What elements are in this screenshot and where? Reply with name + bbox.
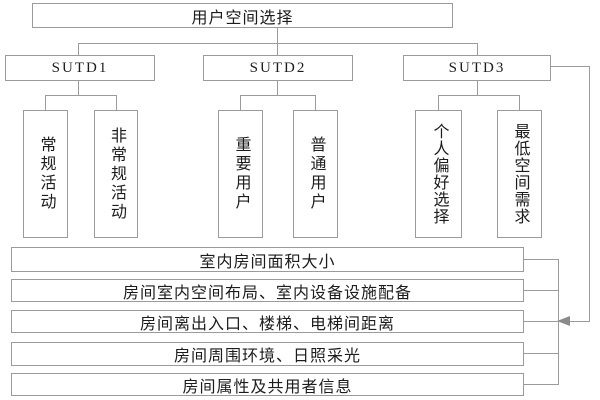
root-box-user-space-selection: 用户空间选择	[32, 3, 453, 28]
group-box-sutd3: SUTD3	[403, 55, 551, 81]
child-label: 重要用户	[232, 136, 250, 212]
connector-sutd2-stem	[277, 81, 278, 95]
criteria-bar-room-area: 室内房间面积大小	[11, 247, 524, 272]
group-box-sutd1: SUTD1	[5, 55, 155, 81]
connector-bar5-stub	[524, 384, 558, 385]
connector-criteria-collector	[558, 259, 559, 385]
child-label: 非常规活动	[108, 126, 125, 222]
child-box-irregular-activities: 非常规活动	[94, 110, 138, 238]
connector-sutd1-split	[45, 95, 117, 96]
connector-drop-sutd3	[477, 43, 478, 55]
criteria-bar-attributes-cousers: 房间属性及共用者信息	[11, 373, 524, 396]
connector-sutd3-right-stub	[551, 66, 589, 67]
connector-sutd2-split	[240, 95, 316, 96]
child-box-ordinary-users: 普通用户	[293, 110, 338, 238]
connector-sutd3-child1-drop	[438, 95, 439, 110]
child-box-personal-preference: 个人偏好选择	[415, 110, 462, 238]
connector-sutd2-child2-drop	[315, 95, 316, 110]
connector-root-drop	[277, 28, 278, 55]
criteria-bar-layout-facilities: 房间室内空间布局、室内设备设施配备	[11, 279, 524, 302]
connector-bar3-stub	[524, 321, 558, 322]
child-box-regular-activities: 常规活动	[23, 110, 68, 238]
connector-sutd1-child1-drop	[45, 95, 46, 110]
connector-drop-sutd1	[78, 43, 79, 55]
connector-sutd3-split	[438, 95, 520, 96]
connector-sutd3-child2-drop	[519, 95, 520, 110]
connector-sutd1-child2-drop	[116, 95, 117, 110]
connector-sutd3-stem	[477, 81, 478, 95]
child-box-minimum-space: 最低空间需求	[497, 110, 542, 238]
connector-sutd2-child1-drop	[240, 95, 241, 110]
connector-arrow-line	[569, 321, 589, 322]
child-box-important-users: 重要用户	[218, 110, 263, 238]
connector-bar4-stub	[524, 353, 558, 354]
connector-right-return-line	[589, 66, 590, 322]
arrow-left-icon	[557, 316, 570, 326]
connector-sutd1-stem	[78, 81, 79, 95]
child-label: 普通用户	[307, 136, 325, 212]
connector-bar1-stub	[524, 259, 558, 260]
connector-distribution-line	[78, 43, 478, 44]
criteria-bar-surrounding-environment: 房间周围环境、日照采光	[11, 342, 524, 366]
criteria-bar-entrance-distance: 房间离出入口、楼梯、电梯间距离	[11, 310, 524, 333]
child-label: 个人偏好选择	[430, 123, 448, 225]
child-label: 常规活动	[37, 136, 55, 212]
group-box-sutd2: SUTD2	[203, 55, 353, 81]
child-label: 最低空间需求	[511, 123, 529, 225]
connector-bar2-stub	[524, 290, 558, 291]
